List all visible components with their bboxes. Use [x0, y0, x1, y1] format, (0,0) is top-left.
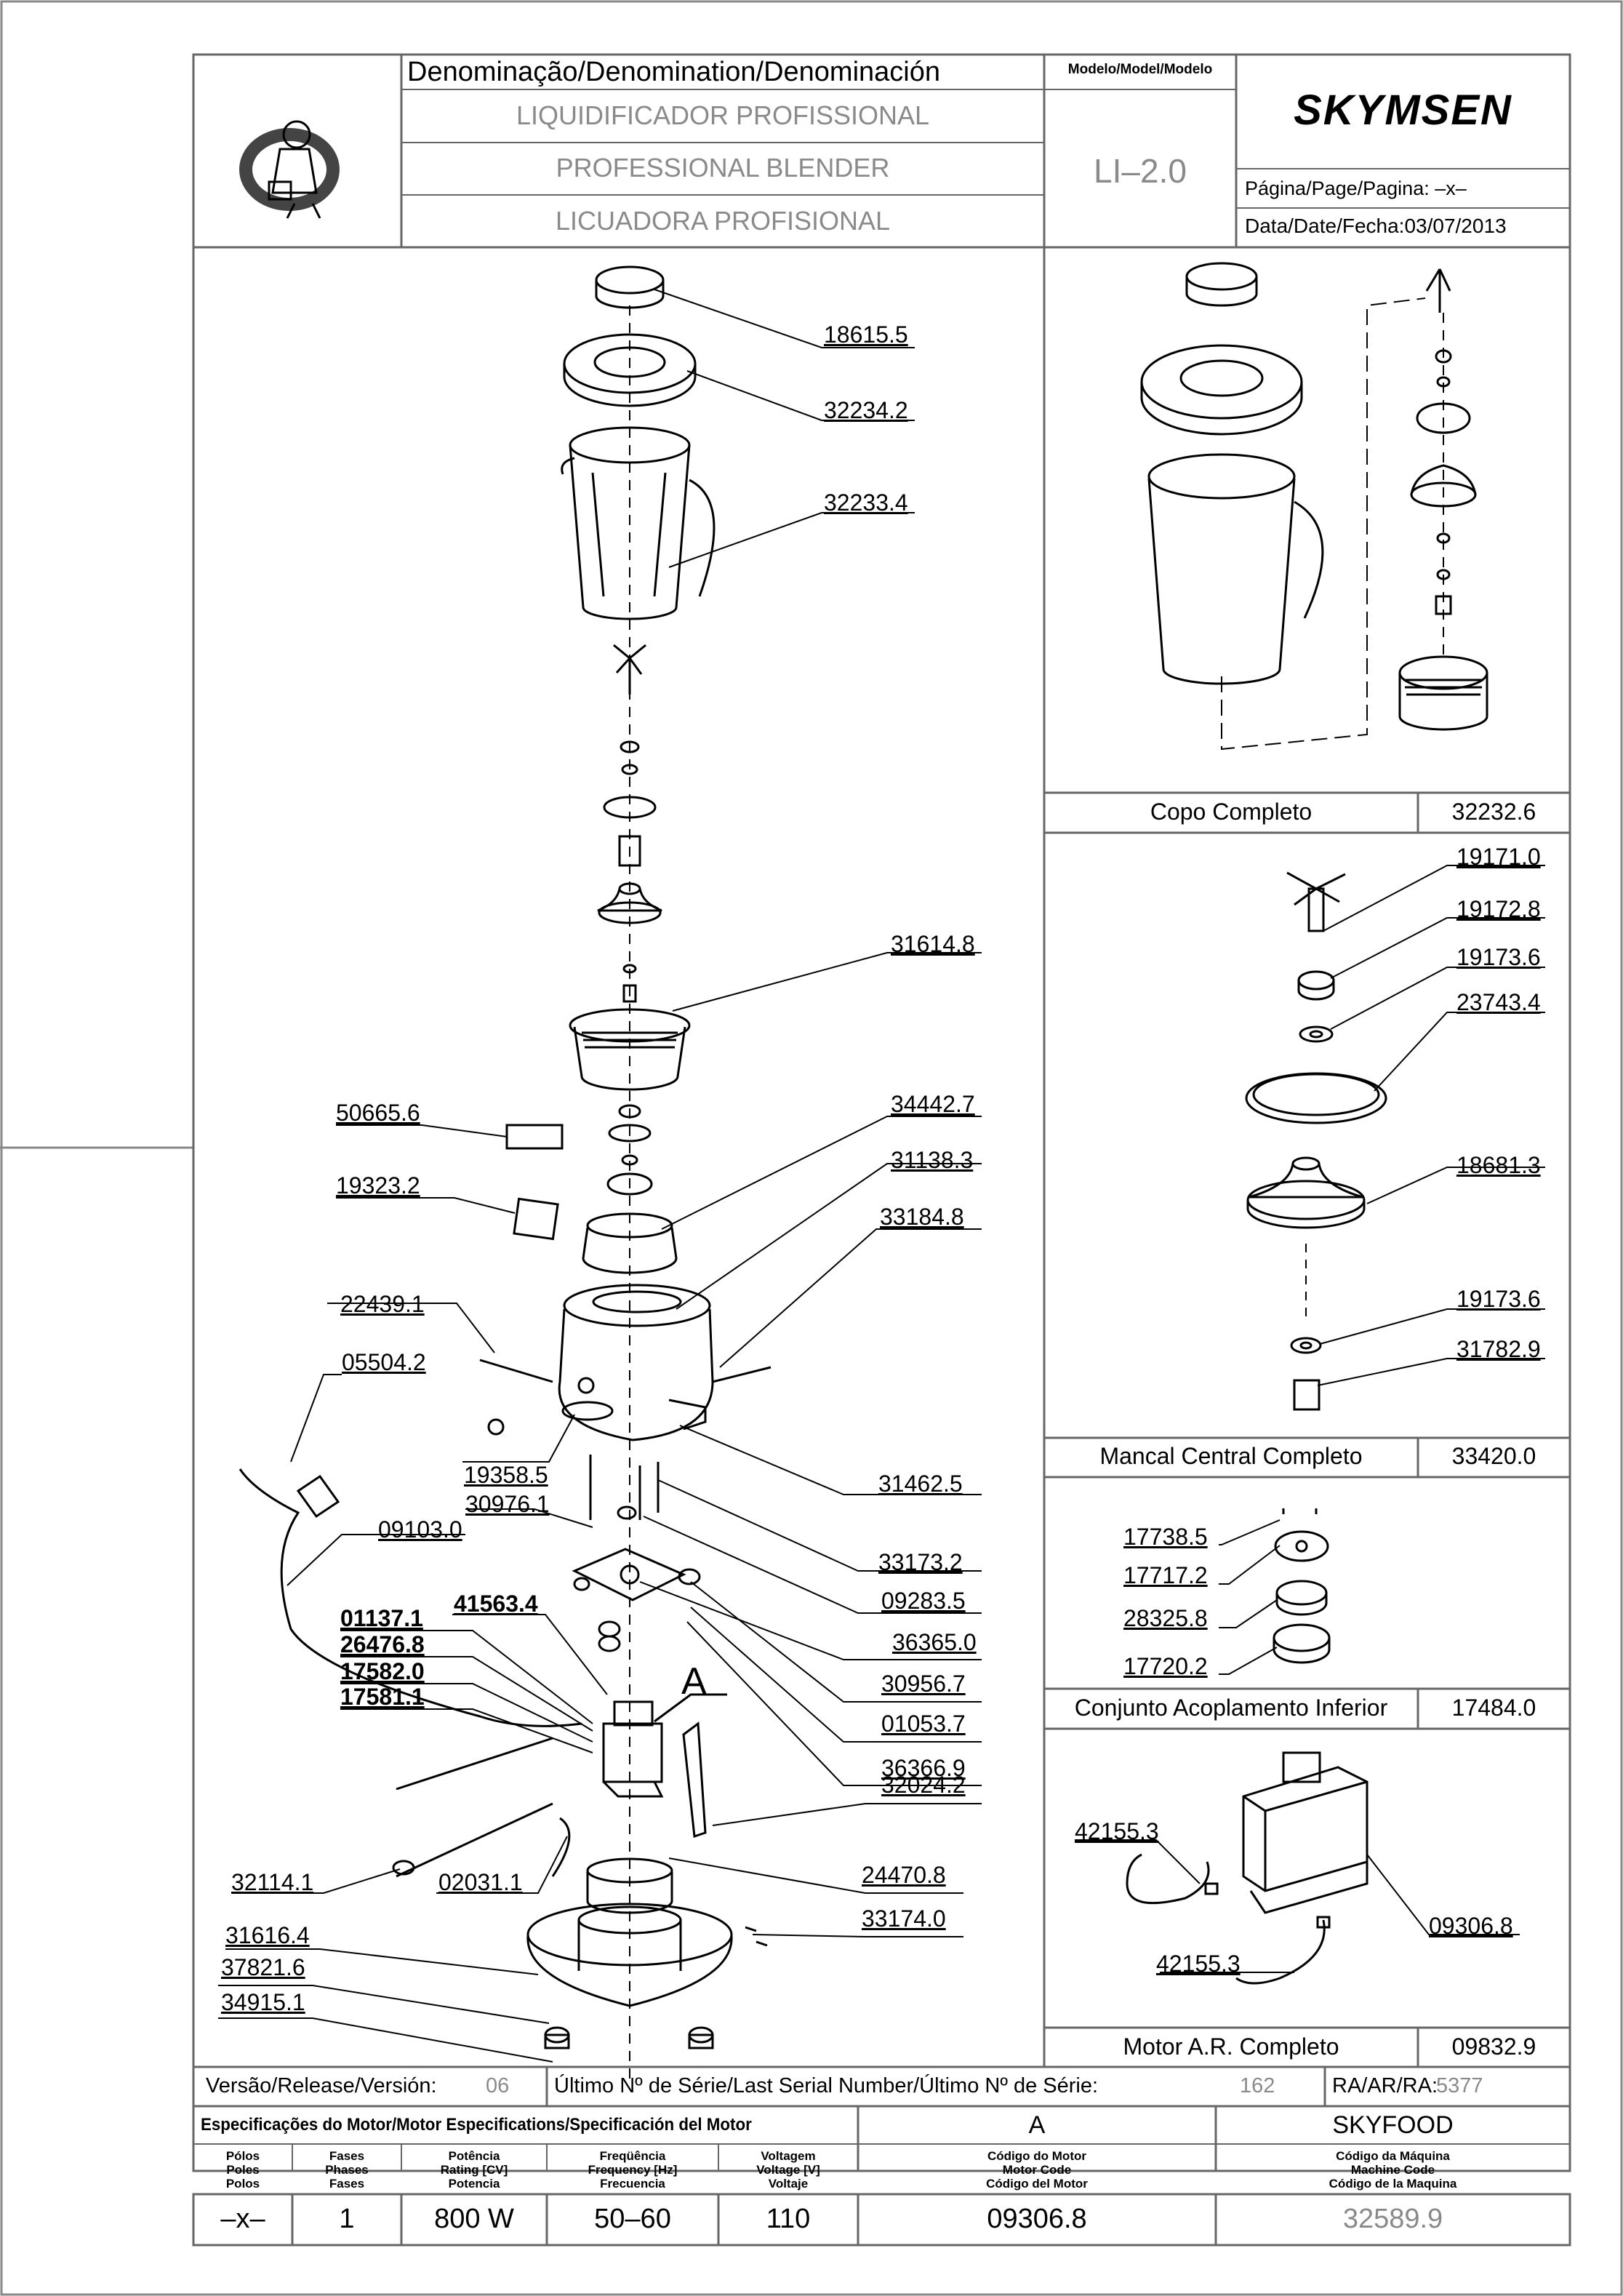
assembly-code: 33420.0	[1451, 1443, 1536, 1469]
date-value: 03/07/2013	[1404, 215, 1507, 237]
spec-value-rating: 800 W	[434, 2204, 514, 2234]
spec-label: Especificações do Motor/Motor Especifica…	[201, 2115, 752, 2135]
part-label: 30976.1	[465, 1491, 550, 1517]
part-label: 24470.8	[862, 1862, 946, 1888]
part-label: 42155.3	[1075, 1818, 1159, 1844]
assembly-code: 09832.9	[1451, 2033, 1536, 2060]
part-label: 17738.5	[1123, 1524, 1208, 1550]
serial-value: 162	[1240, 2074, 1275, 2097]
release-label: Versão/Release/Versión:	[206, 2074, 437, 2097]
main-exploded-view	[218, 265, 982, 2080]
serial-label: Último Nº de Série/Last Serial Number/Úl…	[554, 2074, 1099, 2097]
part-label: 17581.1	[340, 1684, 425, 1710]
date-label: Data/Date/Fecha:03/07/2013	[1245, 215, 1507, 237]
part-label: 19323.2	[336, 1172, 420, 1199]
part-label: 17582.0	[340, 1658, 425, 1684]
part-label: 19171.0	[1456, 844, 1541, 870]
part-label: 50665.6	[336, 1100, 420, 1126]
mancal-central-drawing	[1245, 865, 1545, 1411]
denomination-label: Denominação/Denomination/Denominación	[407, 57, 940, 87]
spec-value-voltage: 110	[766, 2204, 811, 2234]
part-label: 31782.9	[1456, 1336, 1541, 1362]
part-label: 22439.1	[340, 1291, 425, 1317]
part-label: 30956.7	[881, 1671, 966, 1697]
spec-header-phases: Fases Phases Fases	[325, 2149, 369, 2191]
part-label: 32233.4	[824, 489, 908, 516]
part-label: 19173.6	[1456, 944, 1541, 970]
spec-header-voltage: Voltagem Voltage [V] Voltaje	[756, 2149, 820, 2191]
assembly-name: Motor A.R. Completo	[1123, 2033, 1339, 2060]
part-label: 41563.4	[454, 1591, 538, 1617]
ra-value: 5377	[1436, 2074, 1483, 2097]
detail-marker: A	[681, 1660, 707, 1703]
part-label: 23743.4	[1456, 989, 1541, 1015]
motor-drawing	[1075, 1751, 1520, 1985]
motor-letter: A	[1028, 2111, 1046, 2139]
spec-value-phases: 1	[339, 2204, 355, 2234]
brand-logo: SKYMSEN	[1294, 87, 1512, 134]
copo-completo-drawing	[1140, 262, 1488, 751]
part-label: 31138.3	[891, 1147, 974, 1173]
spec-value-poles: –x–	[220, 2204, 265, 2234]
assembly-name: Mancal Central Completo	[1099, 1443, 1363, 1469]
assembly-name: Conjunto Acoplamento Inferior	[1074, 1695, 1388, 1721]
assembly-name: Copo Completo	[1150, 799, 1313, 825]
part-label: 01053.7	[881, 1711, 966, 1737]
part-label: 34442.7	[891, 1091, 975, 1117]
assembly-code: 17484.0	[1451, 1695, 1536, 1721]
spec-header-rating: Potência Rating [CV] Potencia	[440, 2149, 508, 2191]
part-label: 31462.5	[878, 1471, 963, 1497]
part-label: 32024.2	[881, 1772, 966, 1798]
part-label: 19173.6	[1456, 1286, 1541, 1312]
spec-value-machine-code: 32589.9	[1342, 2204, 1443, 2234]
part-label: 33184.8	[880, 1204, 964, 1230]
assembly-code: 32232.6	[1451, 799, 1536, 825]
acoplamento-drawing	[1219, 1508, 1331, 1675]
spec-value-frequency: 50–60	[594, 2204, 671, 2234]
spec-header-motor-code: Código do Motor Motor Code Código del Mo…	[986, 2149, 1088, 2191]
part-label: 36366.9	[881, 1755, 966, 1781]
part-label: 17717.2	[1123, 1562, 1208, 1588]
release-value: 06	[486, 2074, 510, 2097]
page-value: –x–	[1435, 177, 1467, 199]
part-label: 37821.6	[221, 1954, 305, 1980]
spec-header-frequency: Freqüência Frequency [Hz] Frecuencia	[588, 2149, 678, 2191]
part-label: 18681.3	[1456, 1152, 1541, 1178]
name-pt: LIQUIDIFICADOR PROFISSIONAL	[516, 100, 930, 130]
part-label: 31614.8	[891, 931, 975, 957]
part-label: 19358.5	[464, 1462, 548, 1488]
part-label: 42155.3	[1156, 1951, 1241, 1977]
page-label: Página/Page/Pagina: –x–	[1245, 177, 1467, 199]
spec-value-motor-code: 09306.8	[987, 2204, 1087, 2234]
part-label: 19172.8	[1456, 896, 1541, 922]
part-label: 36365.0	[892, 1629, 977, 1655]
part-label: 34915.1	[221, 1989, 305, 2015]
ra-label: RA/AR/RA:	[1332, 2074, 1438, 2097]
part-label: 32234.2	[824, 397, 908, 423]
part-label: 18615.5	[824, 321, 908, 348]
part-label: 01137.1	[340, 1605, 423, 1631]
part-label: 09306.8	[1429, 1913, 1513, 1939]
model-value: LI–2.0	[1094, 152, 1187, 190]
part-label: 33173.2	[878, 1549, 963, 1575]
part-label: 26476.8	[340, 1631, 425, 1657]
part-label: 09103.0	[378, 1516, 462, 1543]
model-label: Modelo/Model/Modelo	[1067, 62, 1213, 77]
spec-header-poles: Pólos Poles Polos	[225, 2149, 260, 2191]
part-label: 31616.4	[225, 1922, 310, 1948]
part-label: 02031.1	[438, 1869, 523, 1895]
part-label: 32114.1	[231, 1869, 314, 1895]
part-label: 28325.8	[1123, 1605, 1208, 1631]
machine-name: SKYFOOD	[1332, 2111, 1454, 2139]
part-label: 17720.2	[1123, 1653, 1208, 1679]
spec-header-machine-code: Código da Máquina Machine Code Código de…	[1329, 2149, 1457, 2191]
part-label: 05504.2	[342, 1349, 426, 1375]
name-en: PROFESSIONAL BLENDER	[556, 153, 890, 183]
name-es: LICUADORA PROFISIONAL	[555, 206, 891, 236]
part-label: 33174.0	[862, 1905, 946, 1932]
authorized-service-seal	[239, 120, 340, 219]
part-label: 09283.5	[881, 1588, 966, 1614]
